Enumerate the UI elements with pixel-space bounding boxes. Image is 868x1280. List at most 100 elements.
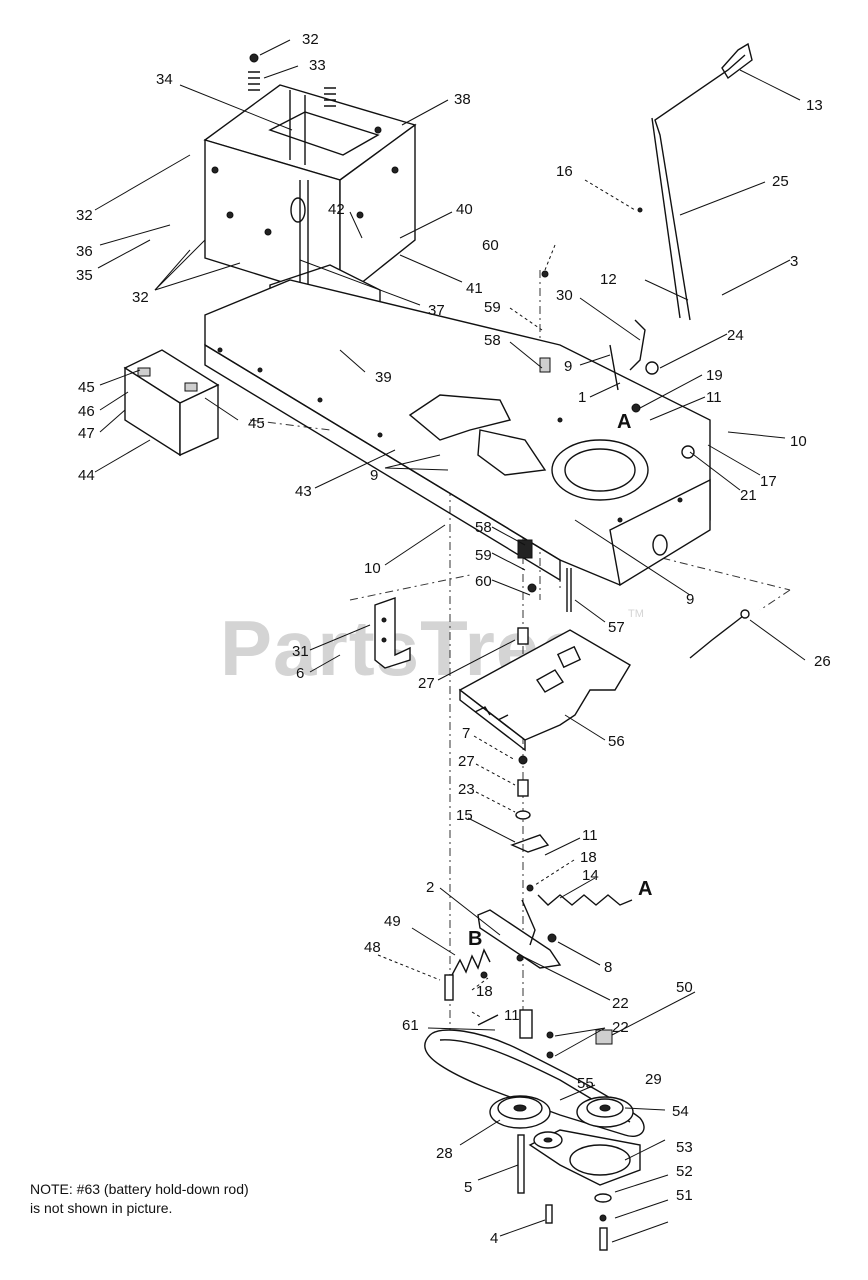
callout: 44	[78, 467, 95, 484]
callout: 41	[466, 280, 483, 297]
callout: 36	[76, 243, 93, 260]
callout: 32	[132, 289, 149, 306]
callout: 22	[612, 995, 629, 1012]
idler-arm	[477, 894, 633, 969]
spring-49	[444, 948, 499, 1026]
reference-letters: A A B	[468, 411, 652, 950]
callout: 32	[302, 31, 319, 48]
callout: 58	[484, 332, 501, 349]
callout: 26	[814, 653, 831, 670]
callout: 59	[475, 547, 492, 564]
callout: 22	[612, 1019, 629, 1036]
callout: 15	[456, 807, 473, 824]
callout: 19	[706, 367, 723, 384]
callout: 60	[482, 237, 499, 254]
shift-link	[609, 319, 695, 459]
callout: 57	[608, 619, 625, 636]
callout: 45	[248, 415, 265, 432]
ref-letter-a: A	[638, 878, 652, 900]
callout: 2	[426, 879, 434, 896]
battery-box	[203, 84, 417, 302]
callout: 17	[760, 473, 777, 490]
callout: 55	[577, 1075, 594, 1092]
callout: 28	[436, 1145, 453, 1162]
callout: 27	[458, 753, 475, 770]
note-line: is not shown in picture.	[30, 1200, 173, 1216]
shift-lever	[637, 42, 753, 321]
callout: 10	[364, 560, 381, 577]
callout: 27	[418, 675, 435, 692]
shift-rod	[689, 609, 750, 659]
bolts-bottom	[517, 1134, 612, 1251]
callout: 32	[76, 207, 93, 224]
callout: 9	[686, 591, 694, 608]
pulley-28	[489, 1095, 551, 1129]
callout: 18	[580, 849, 597, 866]
callout: 54	[672, 1103, 689, 1120]
ref-letter-b: B	[468, 928, 482, 950]
callout: 29	[645, 1071, 662, 1088]
bracket-31	[374, 597, 411, 669]
callout: 3	[790, 253, 798, 270]
callout: 61	[402, 1017, 419, 1034]
callout: 11	[706, 389, 722, 406]
callout: 37	[428, 302, 445, 319]
callout: 52	[676, 1163, 693, 1180]
callout: 51	[676, 1187, 693, 1204]
callout: 48	[364, 939, 381, 956]
callout: 24	[727, 327, 744, 344]
callout: 9	[564, 358, 572, 375]
callout: 23	[458, 781, 475, 798]
callout: 33	[309, 57, 326, 74]
callout: 31	[292, 643, 309, 660]
pulley-29	[576, 1096, 634, 1128]
callout: 47	[78, 425, 95, 442]
callout: 6	[296, 665, 304, 682]
callout: 49	[384, 913, 401, 930]
callout: 39	[375, 369, 392, 386]
callout: 30	[556, 287, 573, 304]
watermark-trademark: TM	[628, 608, 644, 620]
callout: 11	[582, 827, 598, 844]
callout: 58	[475, 519, 492, 536]
callout: 38	[454, 91, 471, 108]
callout: 10	[790, 433, 807, 450]
callout: 45	[78, 379, 95, 396]
callout: 40	[456, 201, 473, 218]
callout: 4	[490, 1230, 498, 1247]
centre-column-parts	[510, 270, 572, 892]
idler-bracket-54	[528, 1129, 641, 1186]
callout: 59	[484, 299, 501, 316]
callout: 56	[608, 733, 625, 750]
battery	[123, 349, 220, 457]
diagram-note: NOTE: #63 (battery hold-down rod) is not…	[30, 1180, 249, 1218]
main-frame	[204, 279, 711, 587]
callout: 8	[604, 959, 612, 976]
callout: 34	[156, 71, 173, 88]
callout: 16	[556, 163, 573, 180]
callout: 21	[740, 487, 757, 504]
callout: 25	[772, 173, 789, 190]
callout: 1	[578, 389, 586, 406]
callout: 60	[475, 573, 492, 590]
callout: 46	[78, 403, 95, 420]
callout: 13	[806, 97, 823, 114]
callout: 53	[676, 1139, 693, 1156]
callout: 14	[582, 867, 599, 884]
callout: 5	[464, 1179, 472, 1196]
spring-33	[248, 53, 336, 107]
callout: 11	[504, 1007, 520, 1024]
leader-lines	[94, 39, 806, 1243]
drive-belt	[424, 1029, 645, 1137]
callout: 35	[76, 267, 93, 284]
callout: 43	[295, 483, 312, 500]
callout: 18	[476, 983, 493, 1000]
callout: 12	[600, 271, 617, 288]
note-line: NOTE: #63 (battery hold-down rod)	[30, 1181, 249, 1197]
callout-labels: 32 33 34 38 13 16 25 32 36 35 32 42 40 4…	[76, 31, 831, 1247]
callout: 42	[328, 201, 345, 218]
callout: 7	[462, 725, 470, 742]
callout: 50	[676, 979, 693, 996]
mounting-plate	[458, 629, 631, 752]
